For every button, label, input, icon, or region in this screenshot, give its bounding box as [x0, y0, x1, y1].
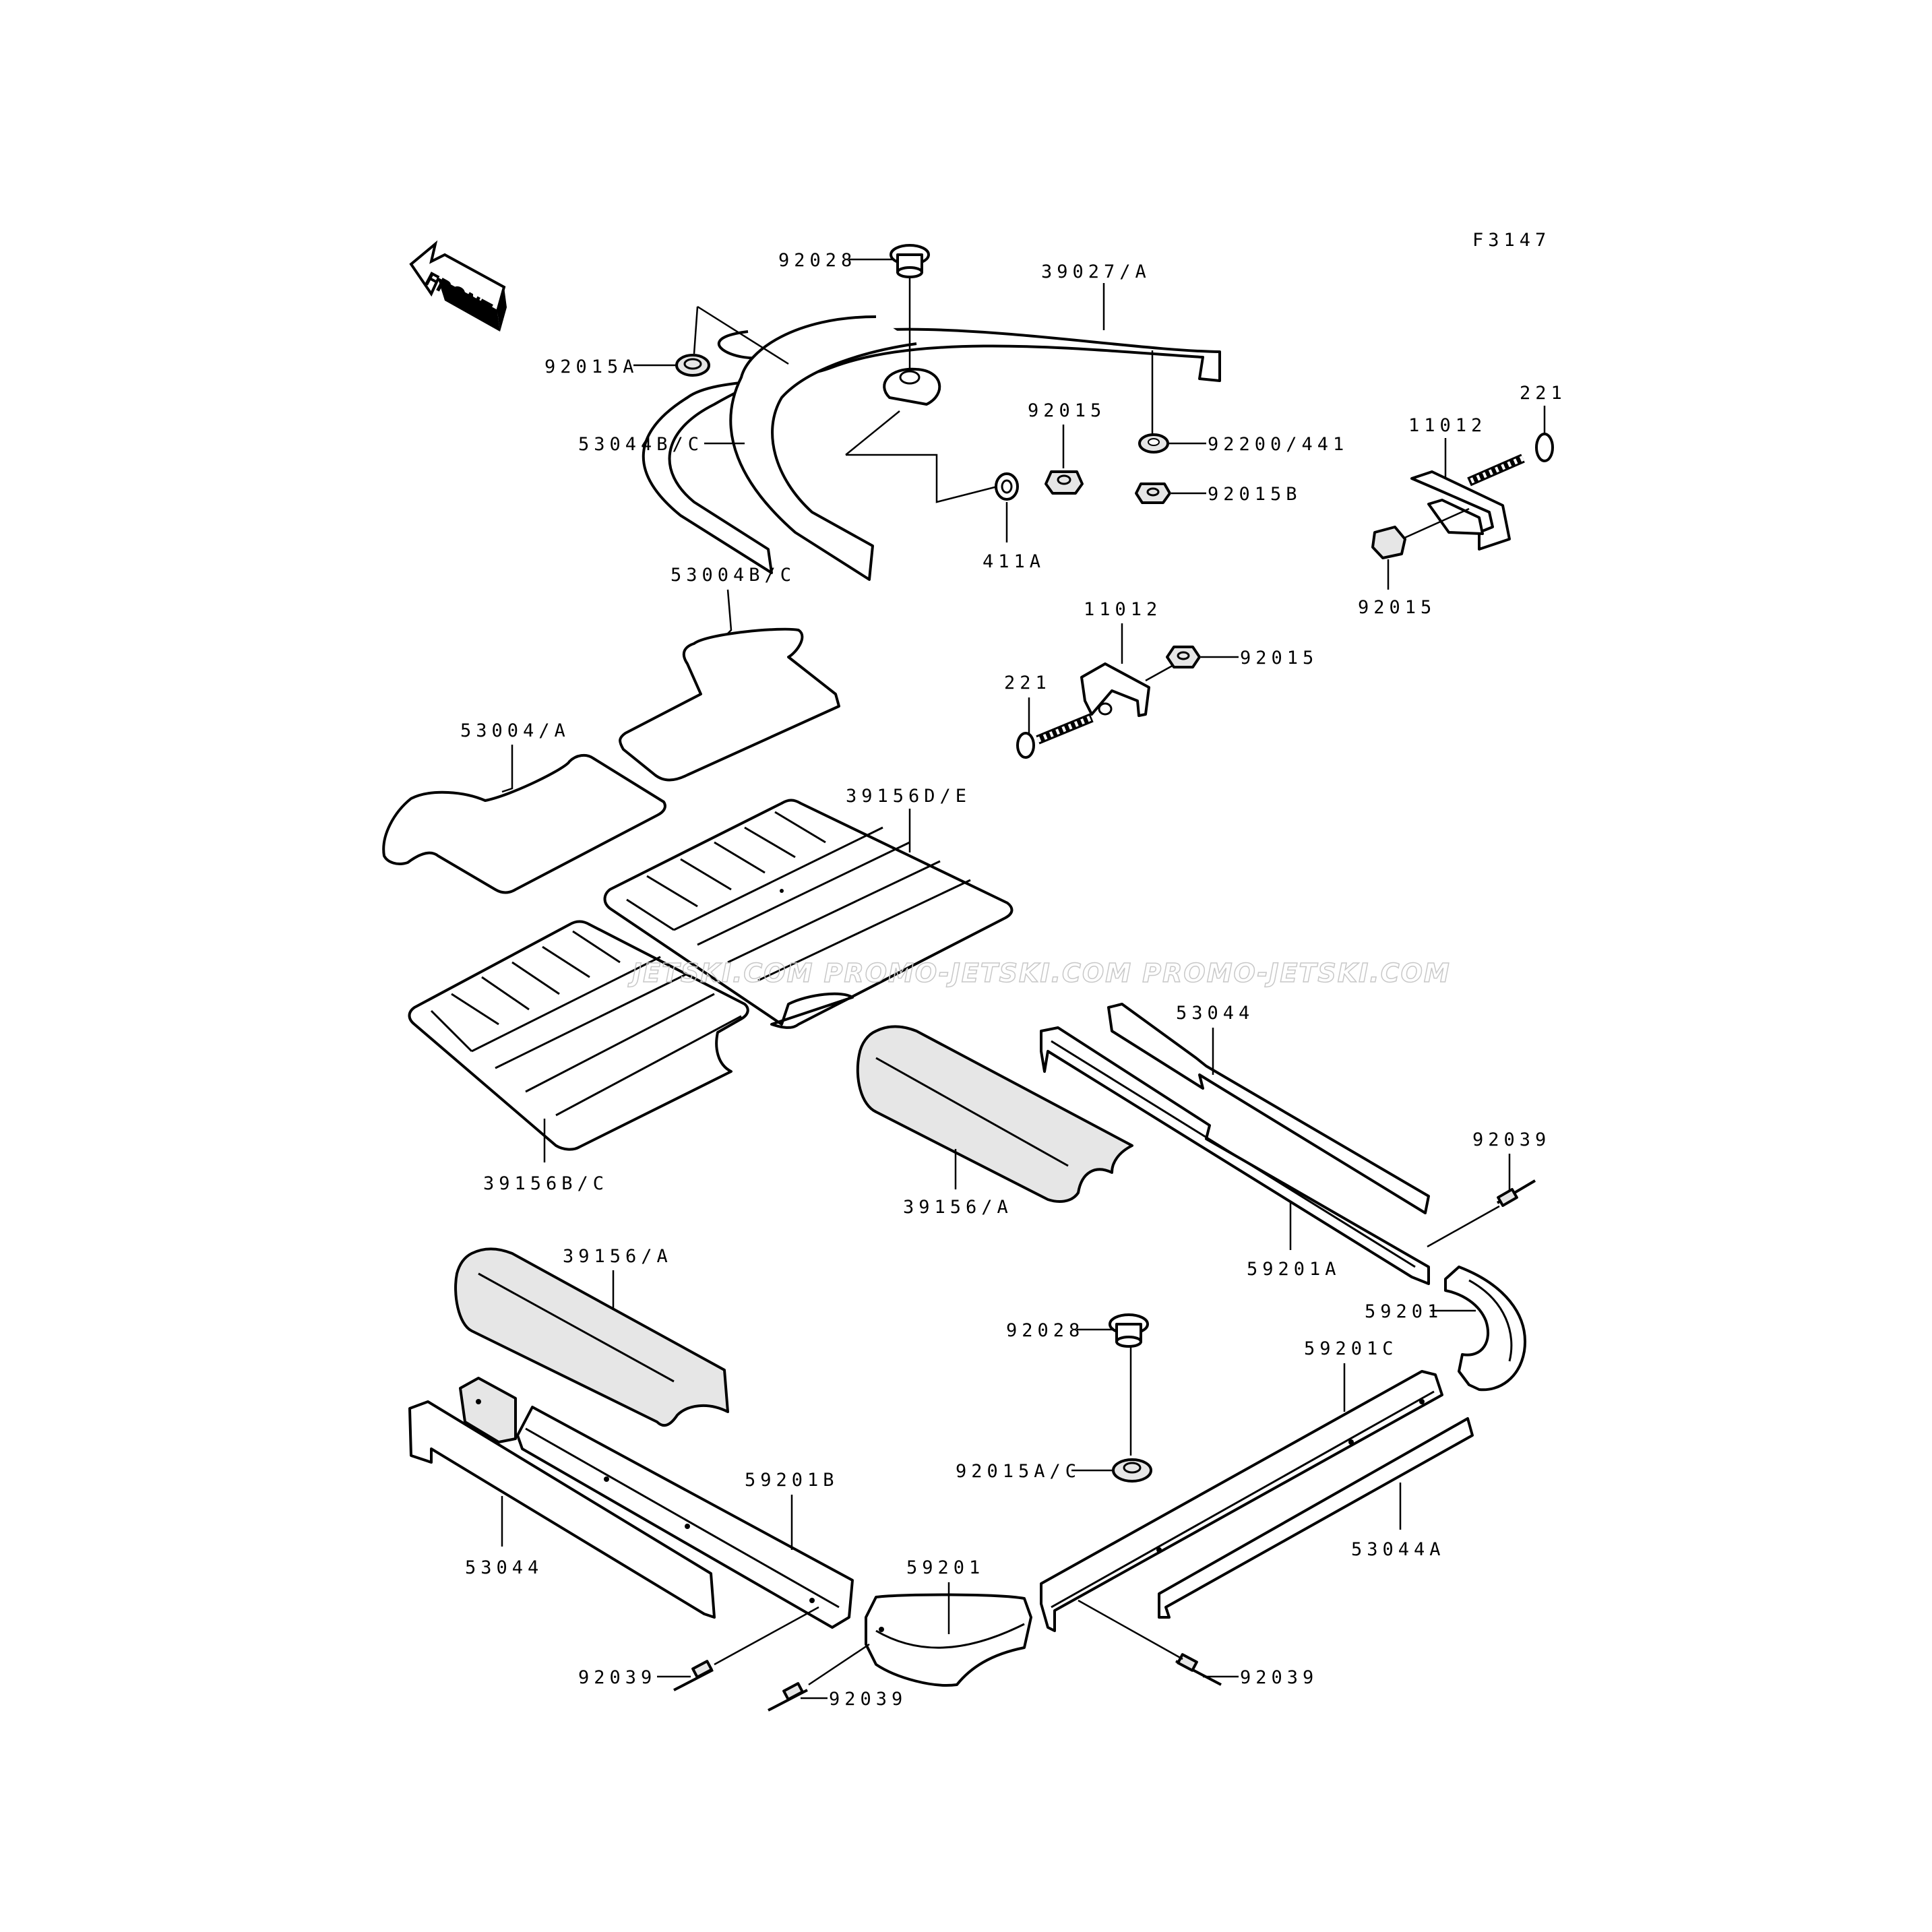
bolt-221-mid	[1016, 713, 1094, 759]
leader-53004BC	[724, 589, 733, 637]
rail-59201A	[1040, 1026, 1430, 1285]
label-59201B: 59201B	[745, 1470, 839, 1491]
bracket-11012-mid	[1080, 662, 1150, 717]
handle-rail-outer	[642, 328, 1221, 574]
label-39156A-mid: 39156/A	[903, 1197, 1013, 1218]
label-92015B: 92015B	[1208, 484, 1302, 505]
handle-rail-inner	[729, 315, 917, 581]
deck-pad-39156DE	[603, 799, 1014, 1029]
label-221-right: 221	[1520, 383, 1567, 404]
label-92015A: 92015A	[544, 356, 639, 377]
pad-39156A-low	[454, 1247, 729, 1427]
rail-53044-right	[1107, 1003, 1430, 1214]
label-59201C: 59201C	[1304, 1338, 1398, 1359]
nut-92015AC	[1112, 1458, 1152, 1483]
deck-pad-39156BC	[408, 920, 749, 1151]
block-59201B-end	[459, 1377, 517, 1443]
label-92039-bl: 92039	[578, 1667, 656, 1688]
label-221-mid: 221	[1004, 673, 1051, 693]
rail-mounting-plate	[883, 367, 941, 406]
label-92039-bm: 92039	[829, 1689, 907, 1710]
grommet-92028-top	[890, 244, 930, 278]
pad-39156A-mid	[856, 1025, 1133, 1203]
watermark: JETSKI.COM PROMO-JETSKI.COM PROMO-JETSKI…	[627, 958, 1451, 988]
label-39156BC: 39156B/C	[483, 1173, 609, 1194]
grommet-92028-low	[1109, 1313, 1149, 1348]
leader-92039-br-d	[1078, 1599, 1183, 1660]
label-53044A: 53044A	[1351, 1539, 1445, 1560]
washer-411A	[995, 472, 1019, 501]
leader-53004A	[501, 745, 513, 793]
rail-59201C	[1040, 1370, 1443, 1632]
label-92039-br: 92039	[1240, 1667, 1318, 1688]
label-39156DE: 39156D/E	[846, 786, 971, 807]
bolt-221-right	[1467, 433, 1554, 487]
leader-92015A-b	[693, 306, 699, 354]
label-92200-441: 92200/441	[1208, 434, 1348, 455]
label-92015-bracket: 92015	[1240, 648, 1318, 668]
label-11012-right: 11012	[1408, 415, 1487, 436]
label-53004BC: 53004B/C	[671, 565, 796, 586]
rivet-92039-bl	[673, 1660, 714, 1691]
leader-92015A-a	[697, 305, 789, 365]
bracket-11012-right	[1410, 470, 1511, 551]
leader-92015-bracket-a	[1145, 662, 1177, 682]
label-92028-top: 92028	[778, 250, 856, 271]
front-arrow-icon: FRONT	[409, 240, 507, 332]
rail-59201B	[516, 1406, 854, 1629]
leader-411A-b	[845, 410, 900, 456]
leader-92039-bm-d	[808, 1643, 870, 1686]
label-92039-right: 92039	[1472, 1129, 1551, 1150]
rail-53044-left	[408, 1400, 716, 1619]
label-92015AC: 92015A/C	[956, 1461, 1081, 1482]
rail-53044A	[1158, 1417, 1474, 1619]
label-53044BC: 53044B/C	[578, 434, 704, 455]
label-92028-low: 92028	[1006, 1320, 1084, 1341]
mat-53004A	[382, 753, 666, 894]
corner-trim-59201-left	[865, 1593, 1032, 1687]
label-53004A: 53004/A	[460, 720, 570, 741]
rivet-92039-right	[1496, 1179, 1536, 1208]
label-92015-mid: 92015	[1028, 400, 1106, 421]
nut-92015B	[1135, 482, 1171, 504]
nut-92015-mid	[1045, 470, 1084, 495]
nut-92015-right	[1371, 526, 1406, 559]
label-39156A-low: 39156/A	[563, 1246, 673, 1267]
mat-53004BC	[619, 627, 840, 782]
corner-trim-59201-right	[1444, 1266, 1526, 1392]
label-59201-corner-l: 59201	[906, 1557, 985, 1578]
label-53044-left: 53044	[465, 1557, 543, 1578]
label-39027A: 39027/A	[1041, 261, 1151, 282]
nut-92015A	[675, 354, 710, 377]
nut-92015-bracket	[1166, 646, 1201, 668]
leader-92039-right-d	[1427, 1205, 1500, 1248]
leader-92039-bl-d	[714, 1606, 819, 1666]
washer-92200-441	[1138, 433, 1169, 454]
figure-code: F3147	[1472, 230, 1551, 251]
label-411A: 411A	[983, 551, 1045, 572]
label-59201-corner-r: 59201	[1365, 1301, 1443, 1322]
label-53044-right: 53044	[1176, 1003, 1254, 1024]
leader-411A	[846, 454, 998, 503]
rivet-92039-bm	[768, 1682, 808, 1712]
label-59201A: 59201A	[1247, 1259, 1341, 1280]
label-92015-right: 92015	[1358, 597, 1436, 618]
leader-92015-right-a	[1401, 507, 1470, 540]
label-11012-mid: 11012	[1084, 599, 1162, 620]
